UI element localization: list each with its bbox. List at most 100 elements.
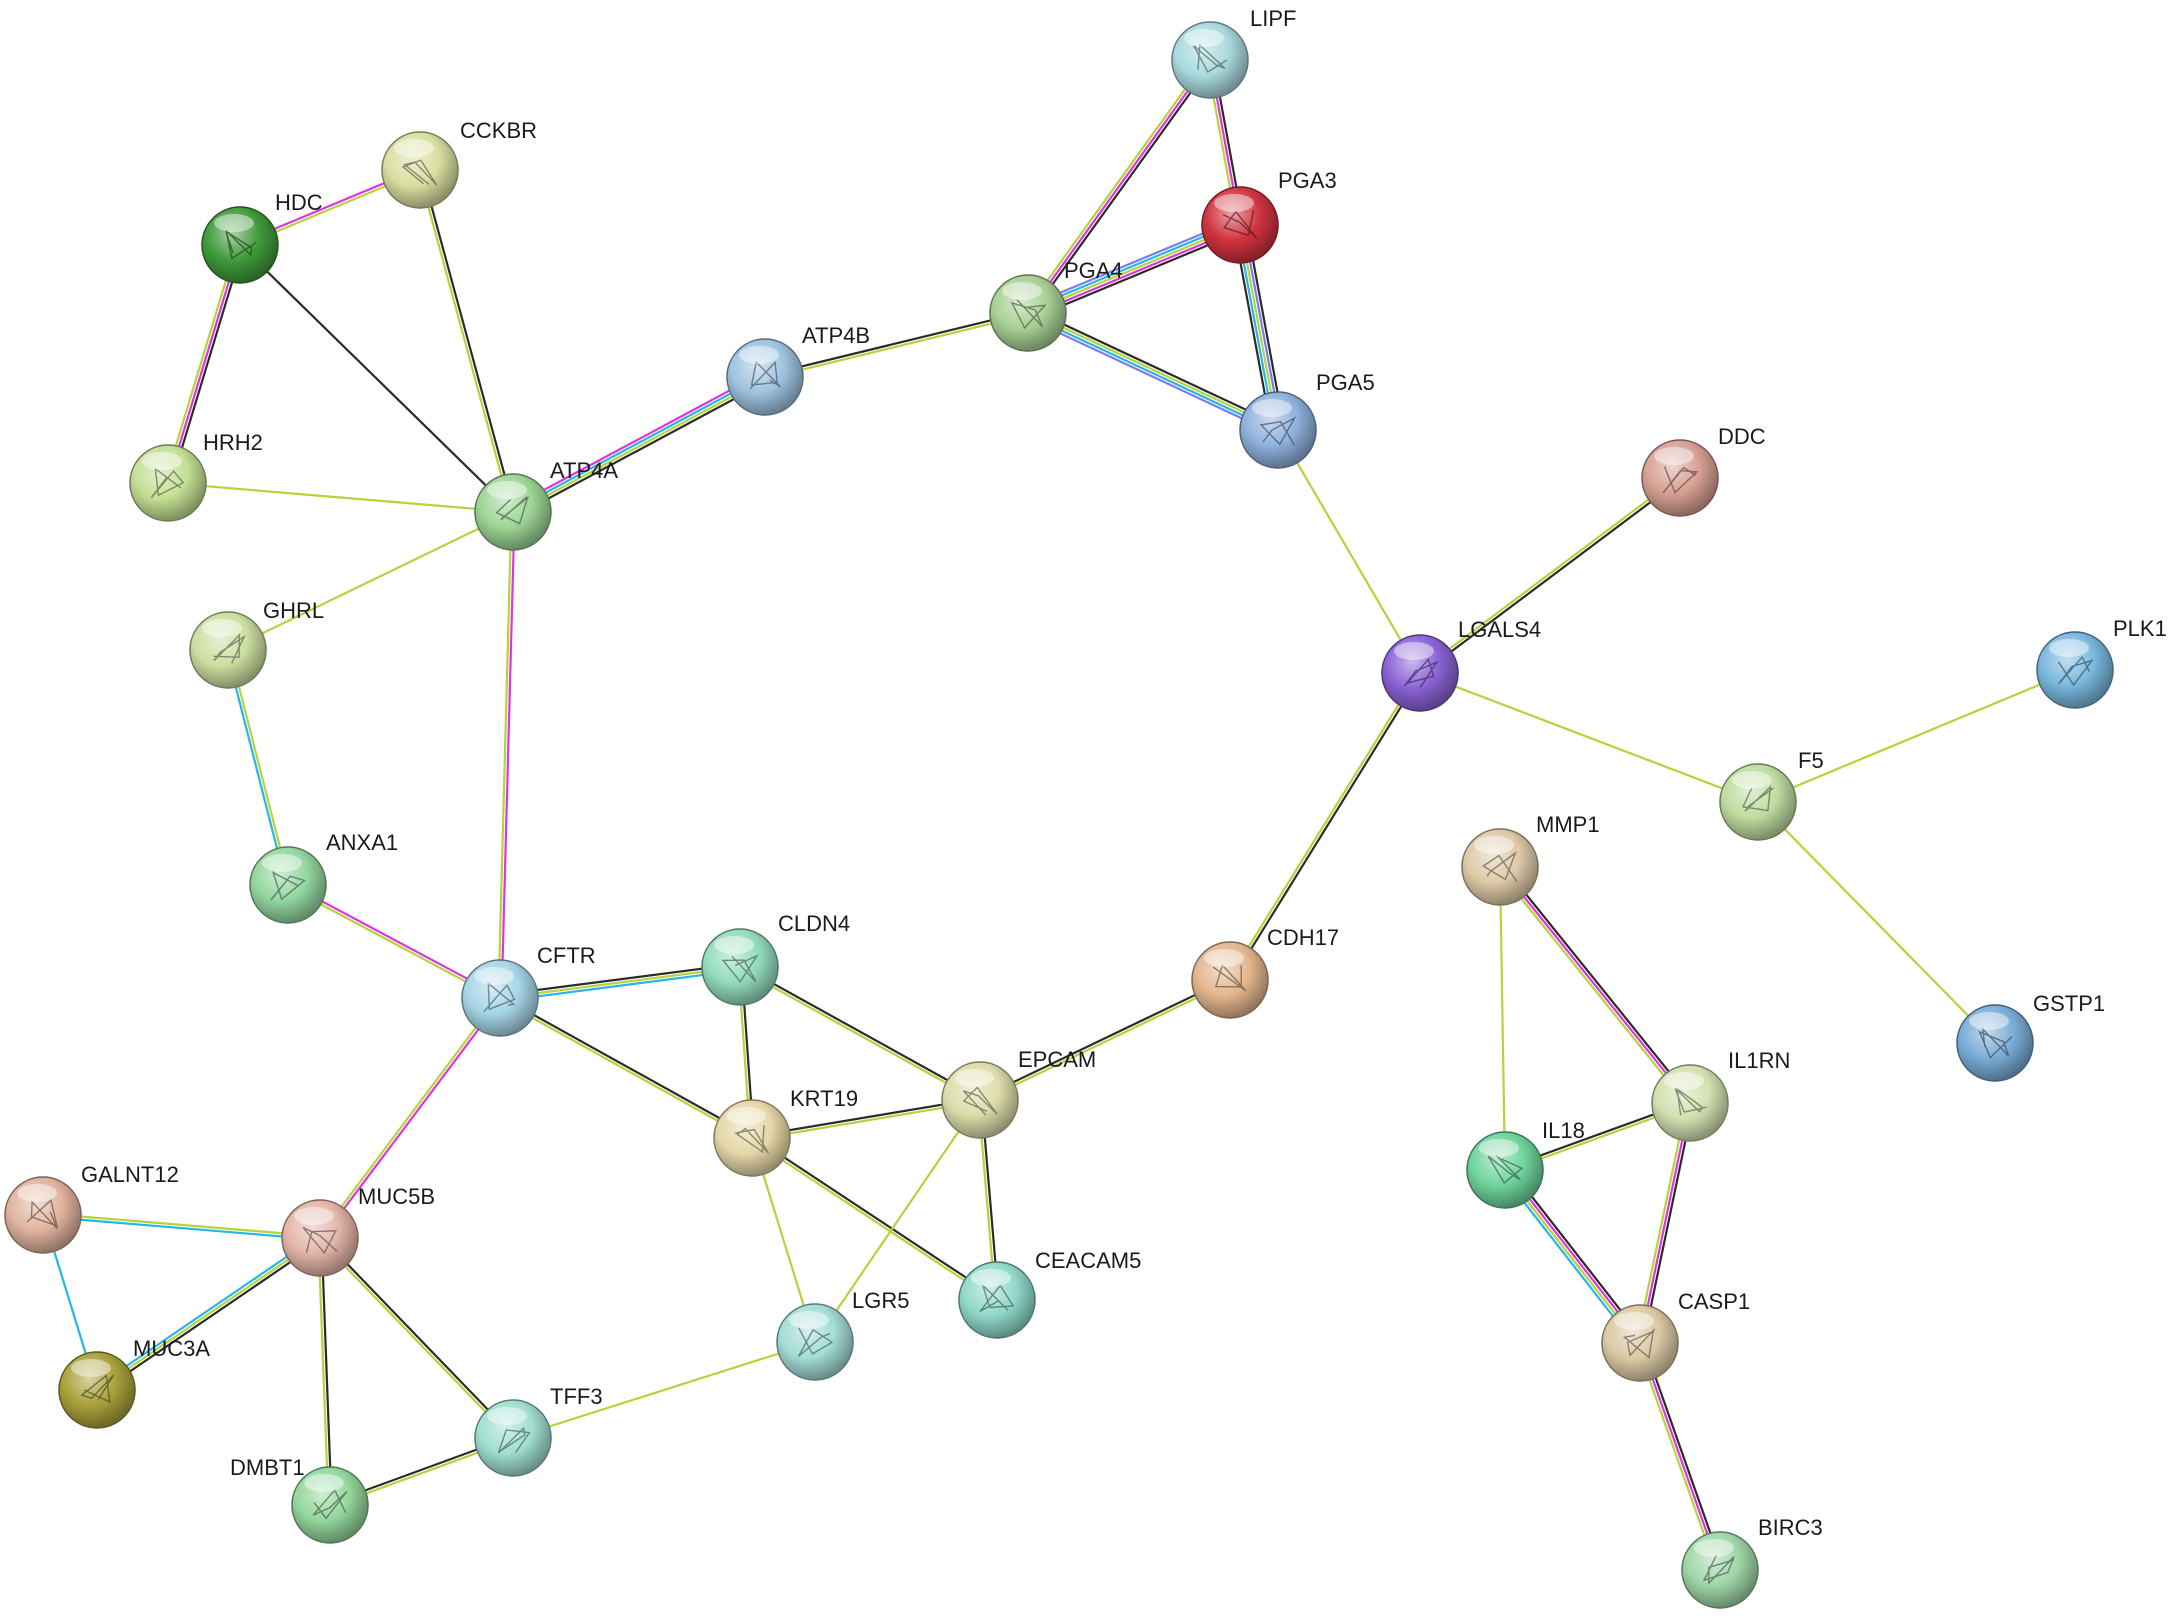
node-sphere[interactable]	[1381, 634, 1459, 712]
protein-structure-icon	[1622, 1328, 1656, 1359]
node-casp1[interactable]: CASP1	[1601, 1289, 1750, 1382]
edge-strand-yellowgreen	[1417, 475, 1681, 673]
edge-strand-black	[238, 243, 515, 514]
node-lipf[interactable]: LIPF	[1171, 6, 1296, 99]
node-f5[interactable]: F5	[1719, 748, 1824, 841]
edge-strand-magenta	[287, 882, 502, 998]
node-sphere[interactable]	[4, 1176, 82, 1254]
edge-strand-yellowgreen	[166, 481, 515, 514]
node-hrh2[interactable]: HRH2	[129, 430, 263, 522]
node-galnt12[interactable]: GALNT12	[4, 1162, 179, 1254]
node-highlight	[1614, 1312, 1654, 1330]
node-mmp1[interactable]: MMP1	[1461, 812, 1600, 906]
node-highlight	[1969, 1012, 2009, 1030]
node-muc5b[interactable]: MUC5B	[281, 1184, 435, 1277]
node-sphere[interactable]	[249, 846, 327, 924]
edge-strand-black	[1642, 1102, 1695, 1345]
node-cldn4[interactable]: CLDN4	[701, 911, 850, 1006]
node-label: PLK1	[2113, 616, 2167, 641]
edge-strand-cyan	[499, 969, 742, 1003]
node-sphere[interactable]	[1719, 763, 1797, 841]
node-sphere[interactable]	[713, 1099, 791, 1177]
node-muc3a[interactable]: MUC3A	[58, 1336, 210, 1429]
node-lgr5[interactable]: LGR5	[776, 1288, 909, 1381]
node-gstp1[interactable]: GSTP1	[1956, 991, 2105, 1082]
node-label: ATP4B	[802, 323, 870, 348]
edge-strand-yellowgreen	[317, 995, 500, 1239]
edge-strand-yellowgreen	[1635, 1101, 1688, 1344]
edge-strand-yellowgreen	[42, 1212, 322, 1238]
node-atp4a[interactable]: ATP4A	[474, 458, 618, 551]
node-label: MUC5B	[358, 1184, 435, 1209]
edge-strand-yellowgreen	[317, 1236, 330, 1507]
node-cdh17[interactable]: CDH17	[1191, 925, 1339, 1019]
node-dmbt1[interactable]: DMBT1	[230, 1455, 369, 1544]
node-sphere[interactable]	[58, 1351, 136, 1429]
edge-KRT19-CEACAM5	[750, 1135, 999, 1303]
protein-structure-icon	[2057, 655, 2094, 687]
node-cftr[interactable]: CFTR	[461, 943, 596, 1037]
node-pga3[interactable]: PGA3	[1201, 168, 1337, 264]
protein-structure-icon	[1259, 416, 1297, 446]
node-sphere[interactable]	[1956, 1004, 2034, 1082]
edge-strand-yellowgreen	[226, 510, 515, 652]
edge-GHRL-ATP4A	[226, 510, 515, 652]
node-sphere[interactable]	[1601, 1304, 1679, 1382]
node-sphere[interactable]	[941, 1061, 1019, 1139]
edge-EPCAM-LGR5	[813, 1098, 982, 1344]
node-sphere[interactable]	[1201, 186, 1279, 264]
edge-MMP1-IL1RN	[1496, 863, 1694, 1107]
edge-strand-cyan	[225, 649, 288, 887]
edge-HDC-ATP4A	[238, 243, 515, 514]
node-birc3[interactable]: BIRC3	[1681, 1515, 1823, 1609]
node-cckbr[interactable]: CCKBR	[381, 118, 537, 209]
protein-structure-icon	[1403, 657, 1439, 689]
edge-ATP4A-CFTR	[497, 510, 516, 1000]
node-pga5[interactable]: PGA5	[1239, 370, 1375, 469]
node-krt19[interactable]: KRT19	[713, 1086, 858, 1177]
node-sphere[interactable]	[474, 473, 552, 551]
node-epcam[interactable]: EPCAM	[941, 1047, 1096, 1139]
node-il1rn[interactable]: IL1RN	[1651, 1048, 1790, 1142]
node-sphere[interactable]	[461, 959, 539, 1037]
node-sphere[interactable]	[189, 611, 267, 689]
node-hdc[interactable]: HDC	[201, 190, 323, 284]
node-sphere[interactable]	[1641, 439, 1719, 517]
protein-structure-icon	[1192, 43, 1228, 73]
node-ghrl[interactable]: GHRL	[189, 598, 324, 689]
edge-strand-black	[97, 1239, 323, 1394]
edge-CASP1-BIRC3	[1635, 1340, 1725, 1573]
node-sphere[interactable]	[129, 444, 207, 522]
edge-HRH2-ATP4A	[166, 481, 515, 514]
node-sphere[interactable]	[2036, 631, 2114, 709]
protein-structure-icon	[150, 467, 185, 498]
node-sphere[interactable]	[1461, 828, 1539, 906]
node-plk1[interactable]: PLK1	[2036, 616, 2167, 709]
node-ddc[interactable]: DDC	[1641, 424, 1766, 517]
node-sphere[interactable]	[989, 274, 1067, 352]
node-label: PGA4	[1064, 258, 1123, 283]
edge-strand-yellowgreen	[317, 1238, 513, 1441]
node-highlight	[214, 214, 254, 232]
node-tff3[interactable]: TFF3	[474, 1384, 603, 1477]
node-sphere[interactable]	[281, 1199, 359, 1277]
node-sphere[interactable]	[291, 1466, 369, 1544]
node-sphere[interactable]	[726, 338, 804, 416]
protein-structure-icon	[721, 954, 759, 983]
node-sphere[interactable]	[1239, 391, 1317, 469]
edge-DDC-LGALS4	[1417, 475, 1683, 676]
node-pga4[interactable]: PGA4	[989, 258, 1123, 352]
node-sphere[interactable]	[1681, 1531, 1759, 1609]
node-ceacam5[interactable]: CEACAM5	[958, 1248, 1141, 1339]
node-lgals4[interactable]: LGALS4	[1381, 617, 1541, 712]
node-highlight	[262, 854, 302, 872]
node-label: CEACAM5	[1035, 1248, 1141, 1273]
node-sphere[interactable]	[381, 131, 459, 209]
node-sphere[interactable]	[701, 928, 779, 1006]
node-il18[interactable]: IL18	[1466, 1118, 1585, 1209]
node-atp4b[interactable]: ATP4B	[726, 323, 870, 416]
edge-strand-cyan	[1026, 313, 1279, 433]
node-anxa1[interactable]: ANXA1	[249, 830, 398, 924]
node-label: CFTR	[537, 943, 596, 968]
node-highlight	[1252, 399, 1292, 417]
